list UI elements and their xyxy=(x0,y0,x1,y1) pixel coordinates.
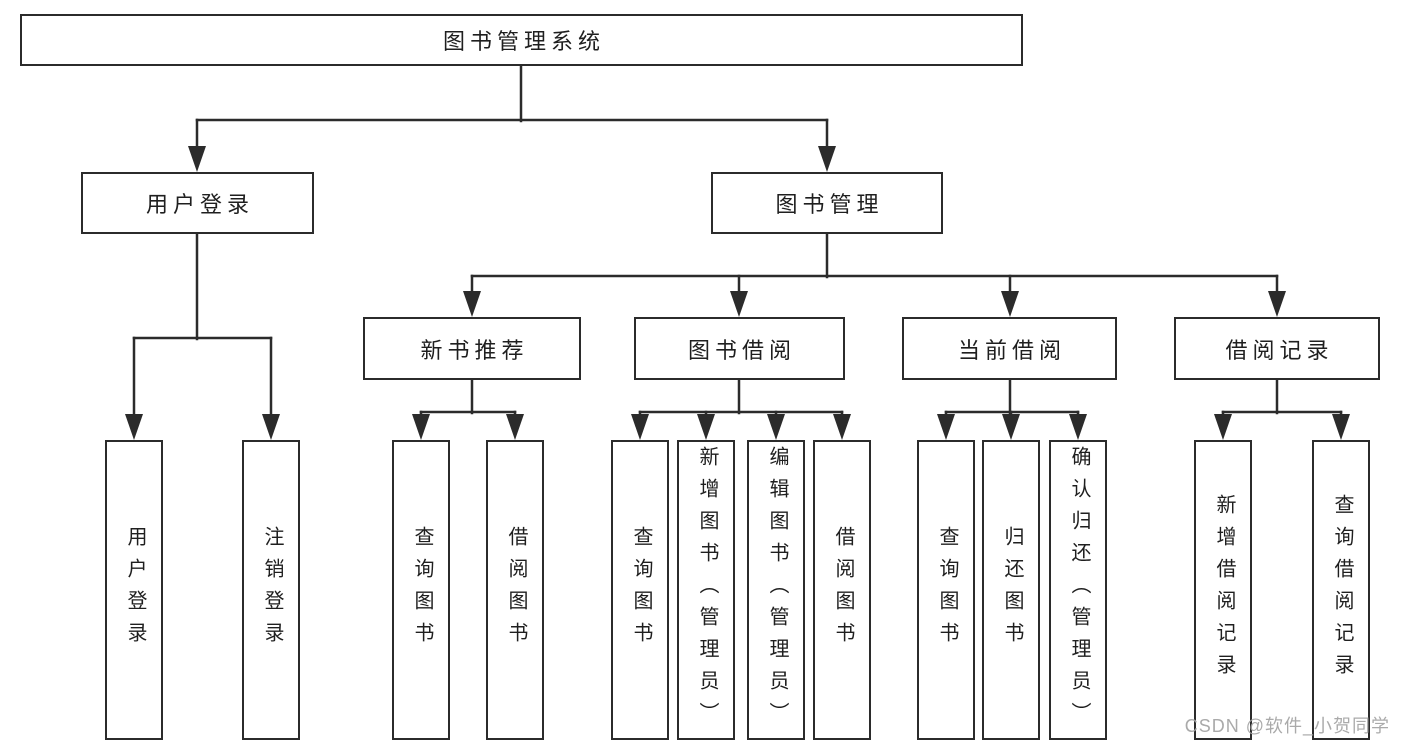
arrowhead-icon xyxy=(631,414,649,440)
node-new-books: 新书推荐 xyxy=(363,317,581,380)
arrowhead-icon xyxy=(506,414,524,440)
leaf-borrow-borrow: 借阅图书 xyxy=(813,440,871,740)
leaf-current-confirm-admin: 确认归还（管理员） xyxy=(1049,440,1107,740)
watermark: CSDN @软件_小贺同学 xyxy=(1184,716,1390,736)
leaf-logout: 注销登录 xyxy=(242,440,300,740)
arrowhead-icon xyxy=(697,414,715,440)
connector-new-books xyxy=(412,378,524,440)
node-root: 图书管理系统 xyxy=(20,14,1023,66)
arrowhead-icon xyxy=(412,414,430,440)
arrowhead-icon xyxy=(1002,414,1020,440)
arrowhead-icon xyxy=(1001,291,1019,317)
connector-root xyxy=(188,64,836,172)
node-book-borrow: 图书借阅 xyxy=(634,317,845,380)
leaf-current-return: 归还图书 xyxy=(982,440,1040,740)
arrowhead-icon xyxy=(730,291,748,317)
connector-borrow-records xyxy=(1214,378,1350,440)
arrowhead-icon xyxy=(833,414,851,440)
arrowhead-icon xyxy=(188,146,206,172)
leaf-borrow-add-admin: 新增图书（管理员） xyxy=(677,440,735,740)
node-book-mgmt: 图书管理 xyxy=(711,172,943,234)
leaf-borrow-search: 查询图书 xyxy=(611,440,669,740)
arrowhead-icon xyxy=(1214,414,1232,440)
arrowhead-icon xyxy=(937,414,955,440)
connector-user-login xyxy=(125,232,280,440)
connector-current-borrow xyxy=(937,378,1087,440)
arrowhead-icon xyxy=(262,414,280,440)
leaf-newbooks-search: 查询图书 xyxy=(392,440,450,740)
connector-book-mgmt xyxy=(463,232,1286,317)
arrowhead-icon xyxy=(818,146,836,172)
leaf-user-login: 用户登录 xyxy=(105,440,163,740)
arrowhead-icon xyxy=(125,414,143,440)
arrowhead-icon xyxy=(1069,414,1087,440)
arrowhead-icon xyxy=(767,414,785,440)
arrowhead-icon xyxy=(1268,291,1286,317)
connector-book-borrow xyxy=(631,378,851,440)
node-user-login: 用户登录 xyxy=(81,172,314,234)
leaf-current-search: 查询图书 xyxy=(917,440,975,740)
leaf-records-add: 新增借阅记录 xyxy=(1194,440,1252,740)
leaf-records-search: 查询借阅记录 xyxy=(1312,440,1370,740)
leaf-borrow-edit-admin: 编辑图书（管理员） xyxy=(747,440,805,740)
node-borrow-records: 借阅记录 xyxy=(1174,317,1380,380)
node-current-borrow: 当前借阅 xyxy=(902,317,1117,380)
leaf-newbooks-borrow: 借阅图书 xyxy=(486,440,544,740)
arrowhead-icon xyxy=(463,291,481,317)
arrowhead-icon xyxy=(1332,414,1350,440)
